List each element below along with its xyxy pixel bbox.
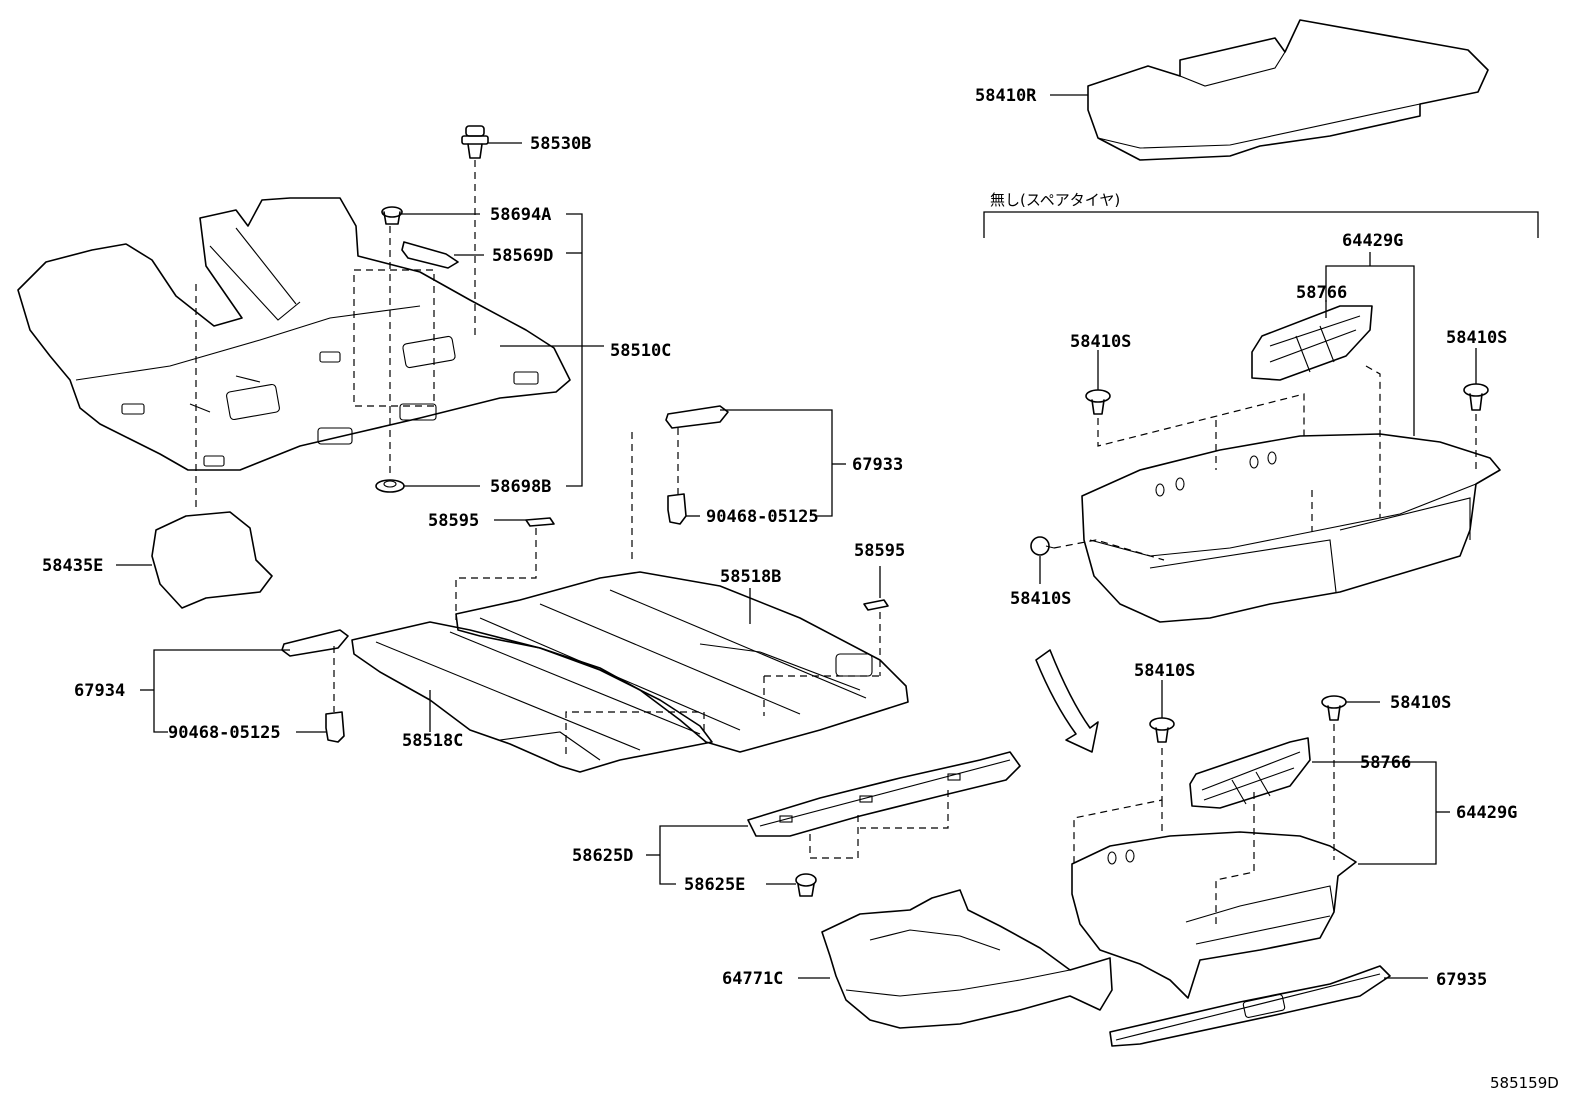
label-67933: 67933 [852,455,903,475]
clip-58410S-side-icon [1030,536,1055,556]
label-58694A: 58694A [490,205,551,225]
clip-58530B-icon [461,125,489,159]
clip-58625E-icon [795,873,817,897]
label-58518C: 58518C [402,731,463,751]
floor-mat-58518B [455,571,909,753]
label-64771C: 64771C [722,969,783,989]
label-58410S-upper-right: 58410S [1446,328,1507,348]
pad-67934 [281,629,349,657]
clip-58410S-upper-left-icon [1085,389,1111,415]
label-58410S-upper-left: 58410S [1070,332,1131,352]
note-no-spare-tire: 無し(スペアタイヤ) [990,191,1120,209]
label-58410R: 58410R [975,86,1037,106]
sill-plate-67935 [1109,965,1391,1047]
label-58625E: 58625E [684,875,745,895]
label-64429G-lower: 64429G [1456,803,1517,823]
label-58518B: 58518B [720,567,781,587]
storage-box-64429G-lower [1071,831,1357,999]
pad-58595-left [525,517,555,527]
pad-58569D [401,241,459,269]
diagram-reference-number: 585159D [1490,1074,1559,1092]
clip-58410S-lower-right-icon [1321,695,1347,721]
label-58595-left: 58595 [428,511,479,531]
label-58510C: 58510C [610,341,671,361]
clip-90468-lower-icon [325,711,345,743]
label-58595-right: 58595 [854,541,905,561]
label-58569D: 58569D [492,246,553,266]
label-58435E: 58435E [42,556,103,576]
floor-carpet-58510C [17,197,571,471]
label-90468-lower: 90468-05125 [168,723,281,743]
clip-58694A-icon [381,206,403,225]
floor-mat-58518C [351,621,713,773]
pad-58595-right [863,599,889,611]
clip-58410S-lower-left-icon [1149,717,1175,743]
grommet-58698B-icon [375,479,405,493]
scuff-plate-58625D [747,751,1021,837]
label-58410S-side: 58410S [1010,589,1071,609]
label-58410S-lower-right: 58410S [1390,693,1451,713]
label-58766-lower: 58766 [1360,753,1411,773]
label-90468-upper: 90468-05125 [706,507,819,527]
deck-board-58410R [1087,19,1489,161]
pad-67933 [665,405,729,429]
panel-58766-lower [1189,737,1311,809]
down-arrow-icon [1035,649,1099,753]
label-67935: 67935 [1436,970,1487,990]
label-58698B: 58698B [490,477,551,497]
label-64429G-upper: 64429G [1342,231,1403,251]
storage-box-64429G-upper [1081,433,1501,623]
label-58766-upper: 58766 [1296,283,1347,303]
pad-58435E [151,511,273,609]
label-58530B: 58530B [530,134,591,154]
clip-90468-upper-icon [667,493,687,525]
panel-58766-upper [1251,305,1373,381]
label-58625D: 58625D [572,846,633,866]
label-58410S-lower-left: 58410S [1134,661,1195,681]
tray-64771C [821,889,1113,1029]
clip-58410S-upper-right-icon [1463,383,1489,411]
label-67934: 67934 [74,681,125,701]
